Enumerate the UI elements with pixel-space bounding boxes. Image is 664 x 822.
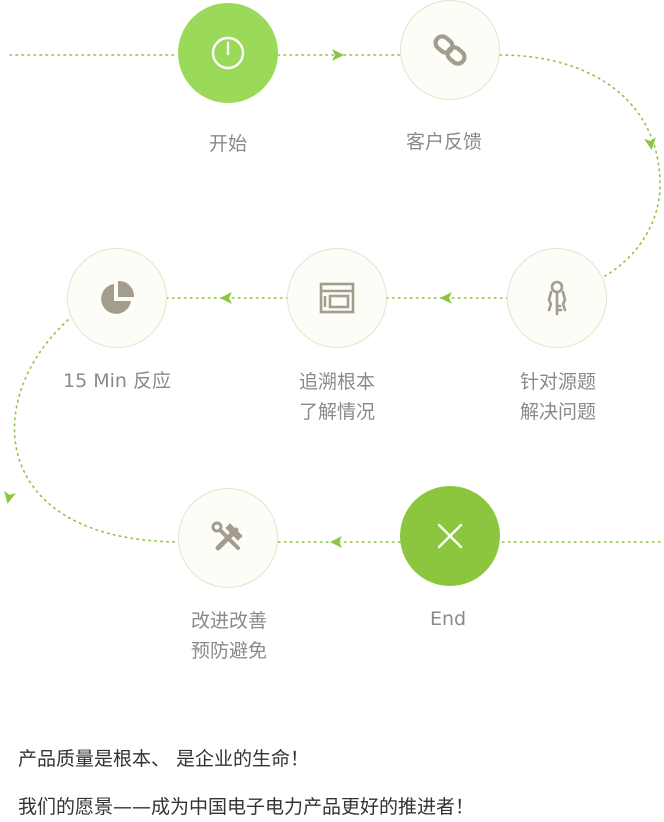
keys-icon [547,280,567,316]
power-icon [211,36,245,70]
arrowheads [4,49,656,548]
step-feedback-label: 客户反馈 [364,127,524,157]
step-label-line: 客户反馈 [405,131,482,153]
step-label-line: 15 Min 反应 [63,370,171,392]
arrowhead [332,49,344,61]
step-label-line: 开始 [208,133,247,155]
link-icon [433,34,467,66]
step-label-line: 预防避免 [190,640,267,662]
tools-icon [211,521,243,551]
arrowhead [220,292,232,304]
connector-feedback-target [499,54,661,277]
arrowhead [330,536,342,548]
step-trace-label: 追溯根本 了解情况 [257,367,417,427]
footer-quality-statement: 产品质量是根本、 是企业的生命！ [18,748,310,770]
pie-chart-icon [101,280,135,314]
step-target-label: 针对源题 解决问题 [478,367,638,427]
footer-vision-statement: 我们的愿景——成为中国电子电力产品更好的推进者！ [18,796,475,818]
arrowhead [4,490,16,504]
step-respond-label: 15 Min 反应 [37,366,197,396]
step-end-label: End [368,604,528,634]
connector-respond-improve [13,319,179,543]
step-trace-node [287,248,387,348]
step-start-label: 开始 [148,129,308,159]
browser-window-icon [319,282,355,314]
step-label-line: End [429,608,467,630]
step-end-node [400,486,500,586]
close-icon [437,523,463,549]
step-target-node [507,248,607,348]
step-improve-label: 改进改善 预防避免 [149,606,309,666]
step-start-node [178,3,278,103]
step-feedback-node [400,0,500,100]
process-flow-diagram [4,49,661,548]
step-label-line: 追溯根本 [298,371,375,393]
step-respond-node [67,248,167,348]
step-label-line: 针对源题 [519,371,596,393]
step-improve-node [178,488,278,588]
step-label-line: 改进改善 [190,610,267,632]
step-label-line: 解决问题 [519,401,596,423]
step-label-line: 了解情况 [298,401,375,423]
arrowhead [440,292,452,304]
arrowhead [644,137,656,150]
